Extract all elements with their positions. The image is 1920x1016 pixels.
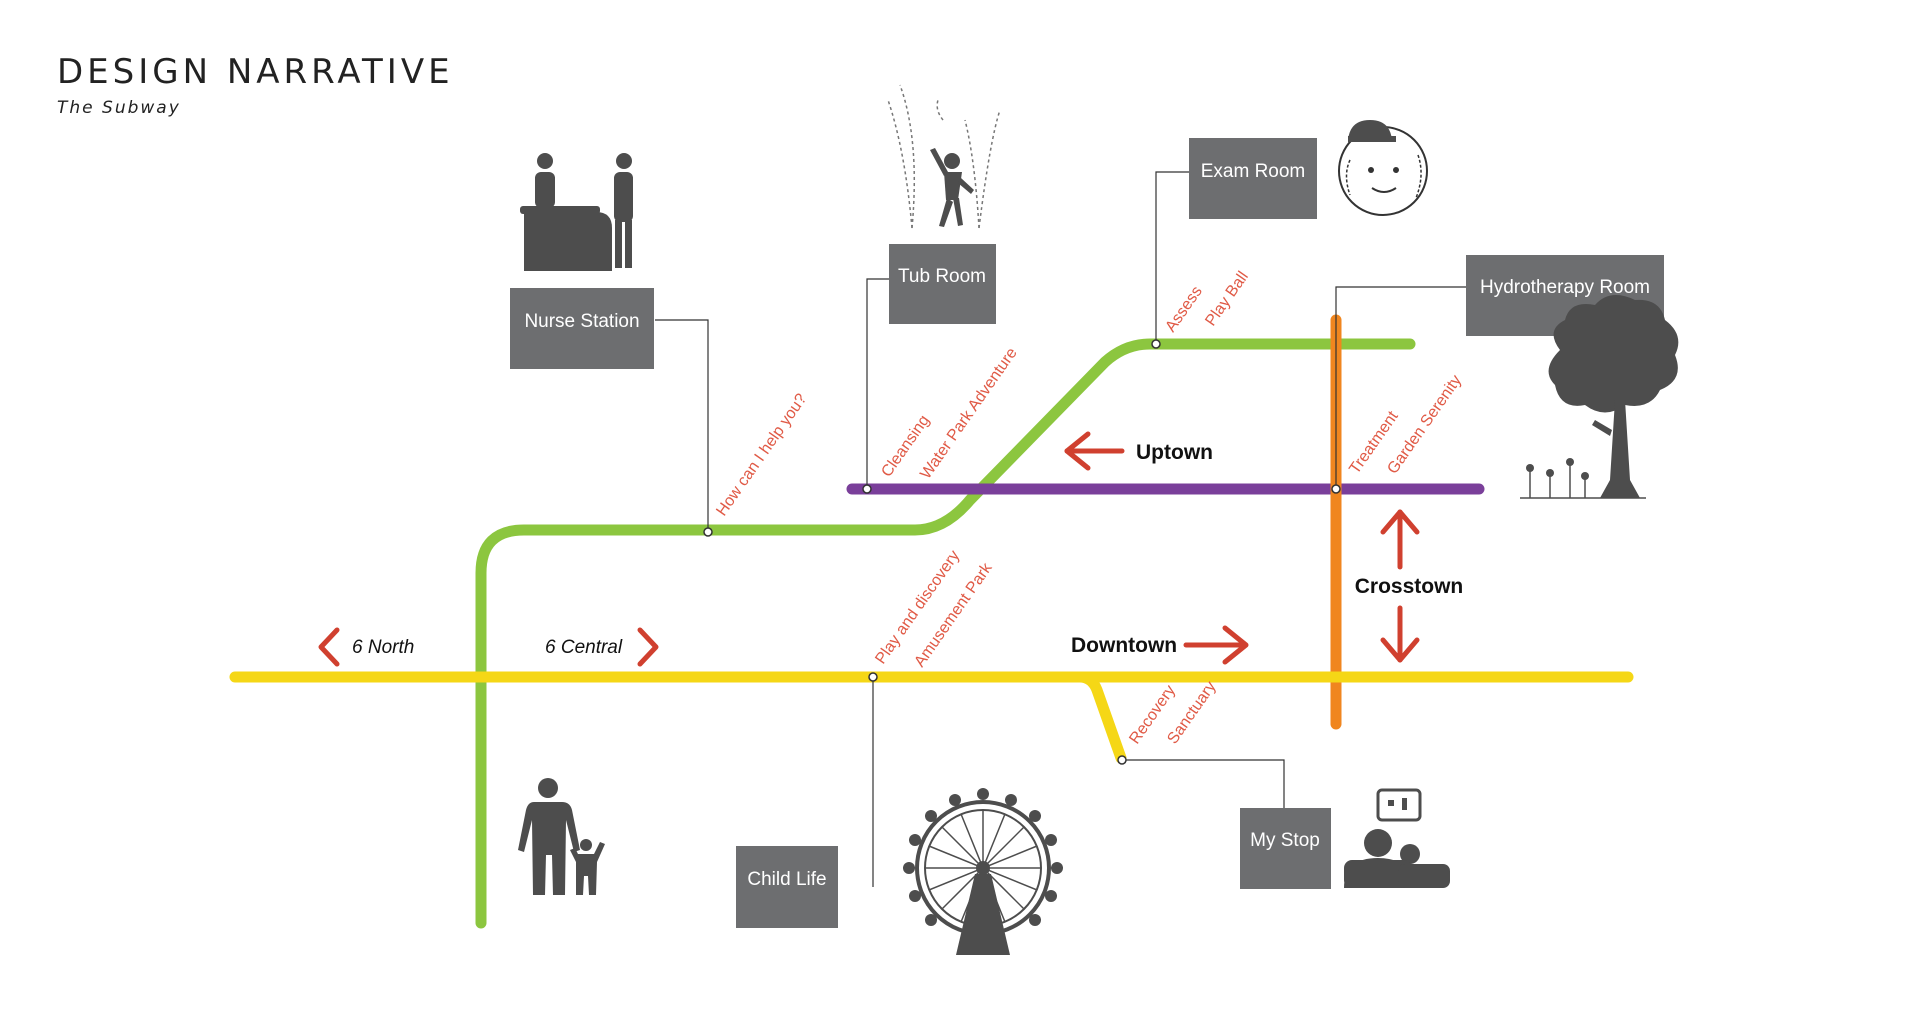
baseball-face-icon	[1338, 120, 1428, 216]
station-child-life[interactable]: Child Life	[736, 846, 838, 928]
uptown-arrow	[1064, 431, 1125, 471]
fountain-child-icon	[887, 84, 1001, 229]
tree-icon	[1520, 295, 1679, 499]
stop-cleansing	[862, 484, 872, 494]
downtown-arrow	[1183, 625, 1249, 665]
stop-help	[703, 527, 713, 537]
family-tv-icon	[1344, 788, 1450, 888]
page-subtitle: The Subway	[57, 98, 181, 118]
station-tub-room-label: Tub Room	[898, 266, 986, 287]
tag-help: How can I help you?	[713, 391, 810, 520]
stop-treatment	[1331, 484, 1341, 494]
stop-play	[868, 672, 878, 682]
crosstown-down-arrow	[1380, 605, 1420, 663]
station-tub-room[interactable]: Tub Room	[889, 244, 996, 324]
station-my-stop-label: My Stop	[1250, 830, 1320, 851]
station-child-life-label: Child Life	[747, 869, 826, 890]
tag-assess: Assess	[1162, 283, 1206, 335]
reception-desk-icon	[520, 153, 633, 271]
yellow-branch	[1074, 671, 1127, 764]
crosstown-label: Crosstown	[1355, 575, 1464, 598]
six-north-chevron	[318, 627, 340, 667]
stop-assess	[1151, 339, 1161, 349]
downtown-label: Downtown	[1071, 634, 1177, 657]
tag-amusement-park: Amusement Park	[911, 559, 996, 670]
uptown-label: Uptown	[1136, 441, 1213, 464]
station-nurse[interactable]: Nurse Station	[510, 288, 654, 369]
six-central-chevron	[637, 627, 659, 667]
stop-dots	[703, 339, 1341, 765]
ferris-wheel-icon	[903, 788, 1063, 955]
station-nurse-label: Nurse Station	[524, 311, 639, 332]
station-exam-room[interactable]: Exam Room	[1189, 138, 1317, 219]
station-exam-room-label: Exam Room	[1201, 161, 1306, 182]
page-title: DESIGN NARRATIVE	[57, 52, 454, 92]
tag-play-ball: Play Ball	[1202, 269, 1252, 330]
six-north-label: 6 North	[352, 637, 414, 658]
six-central-label: 6 Central	[545, 637, 623, 658]
stop-recovery	[1117, 755, 1127, 765]
station-my-stop[interactable]: My Stop	[1240, 808, 1331, 889]
green-line	[475, 338, 1416, 929]
station-hydrotherapy-label: Hydrotherapy Room	[1480, 277, 1650, 298]
leader-lines	[655, 171, 1466, 887]
crosstown-up-arrow	[1380, 509, 1420, 570]
parent-child-icon	[518, 778, 605, 895]
